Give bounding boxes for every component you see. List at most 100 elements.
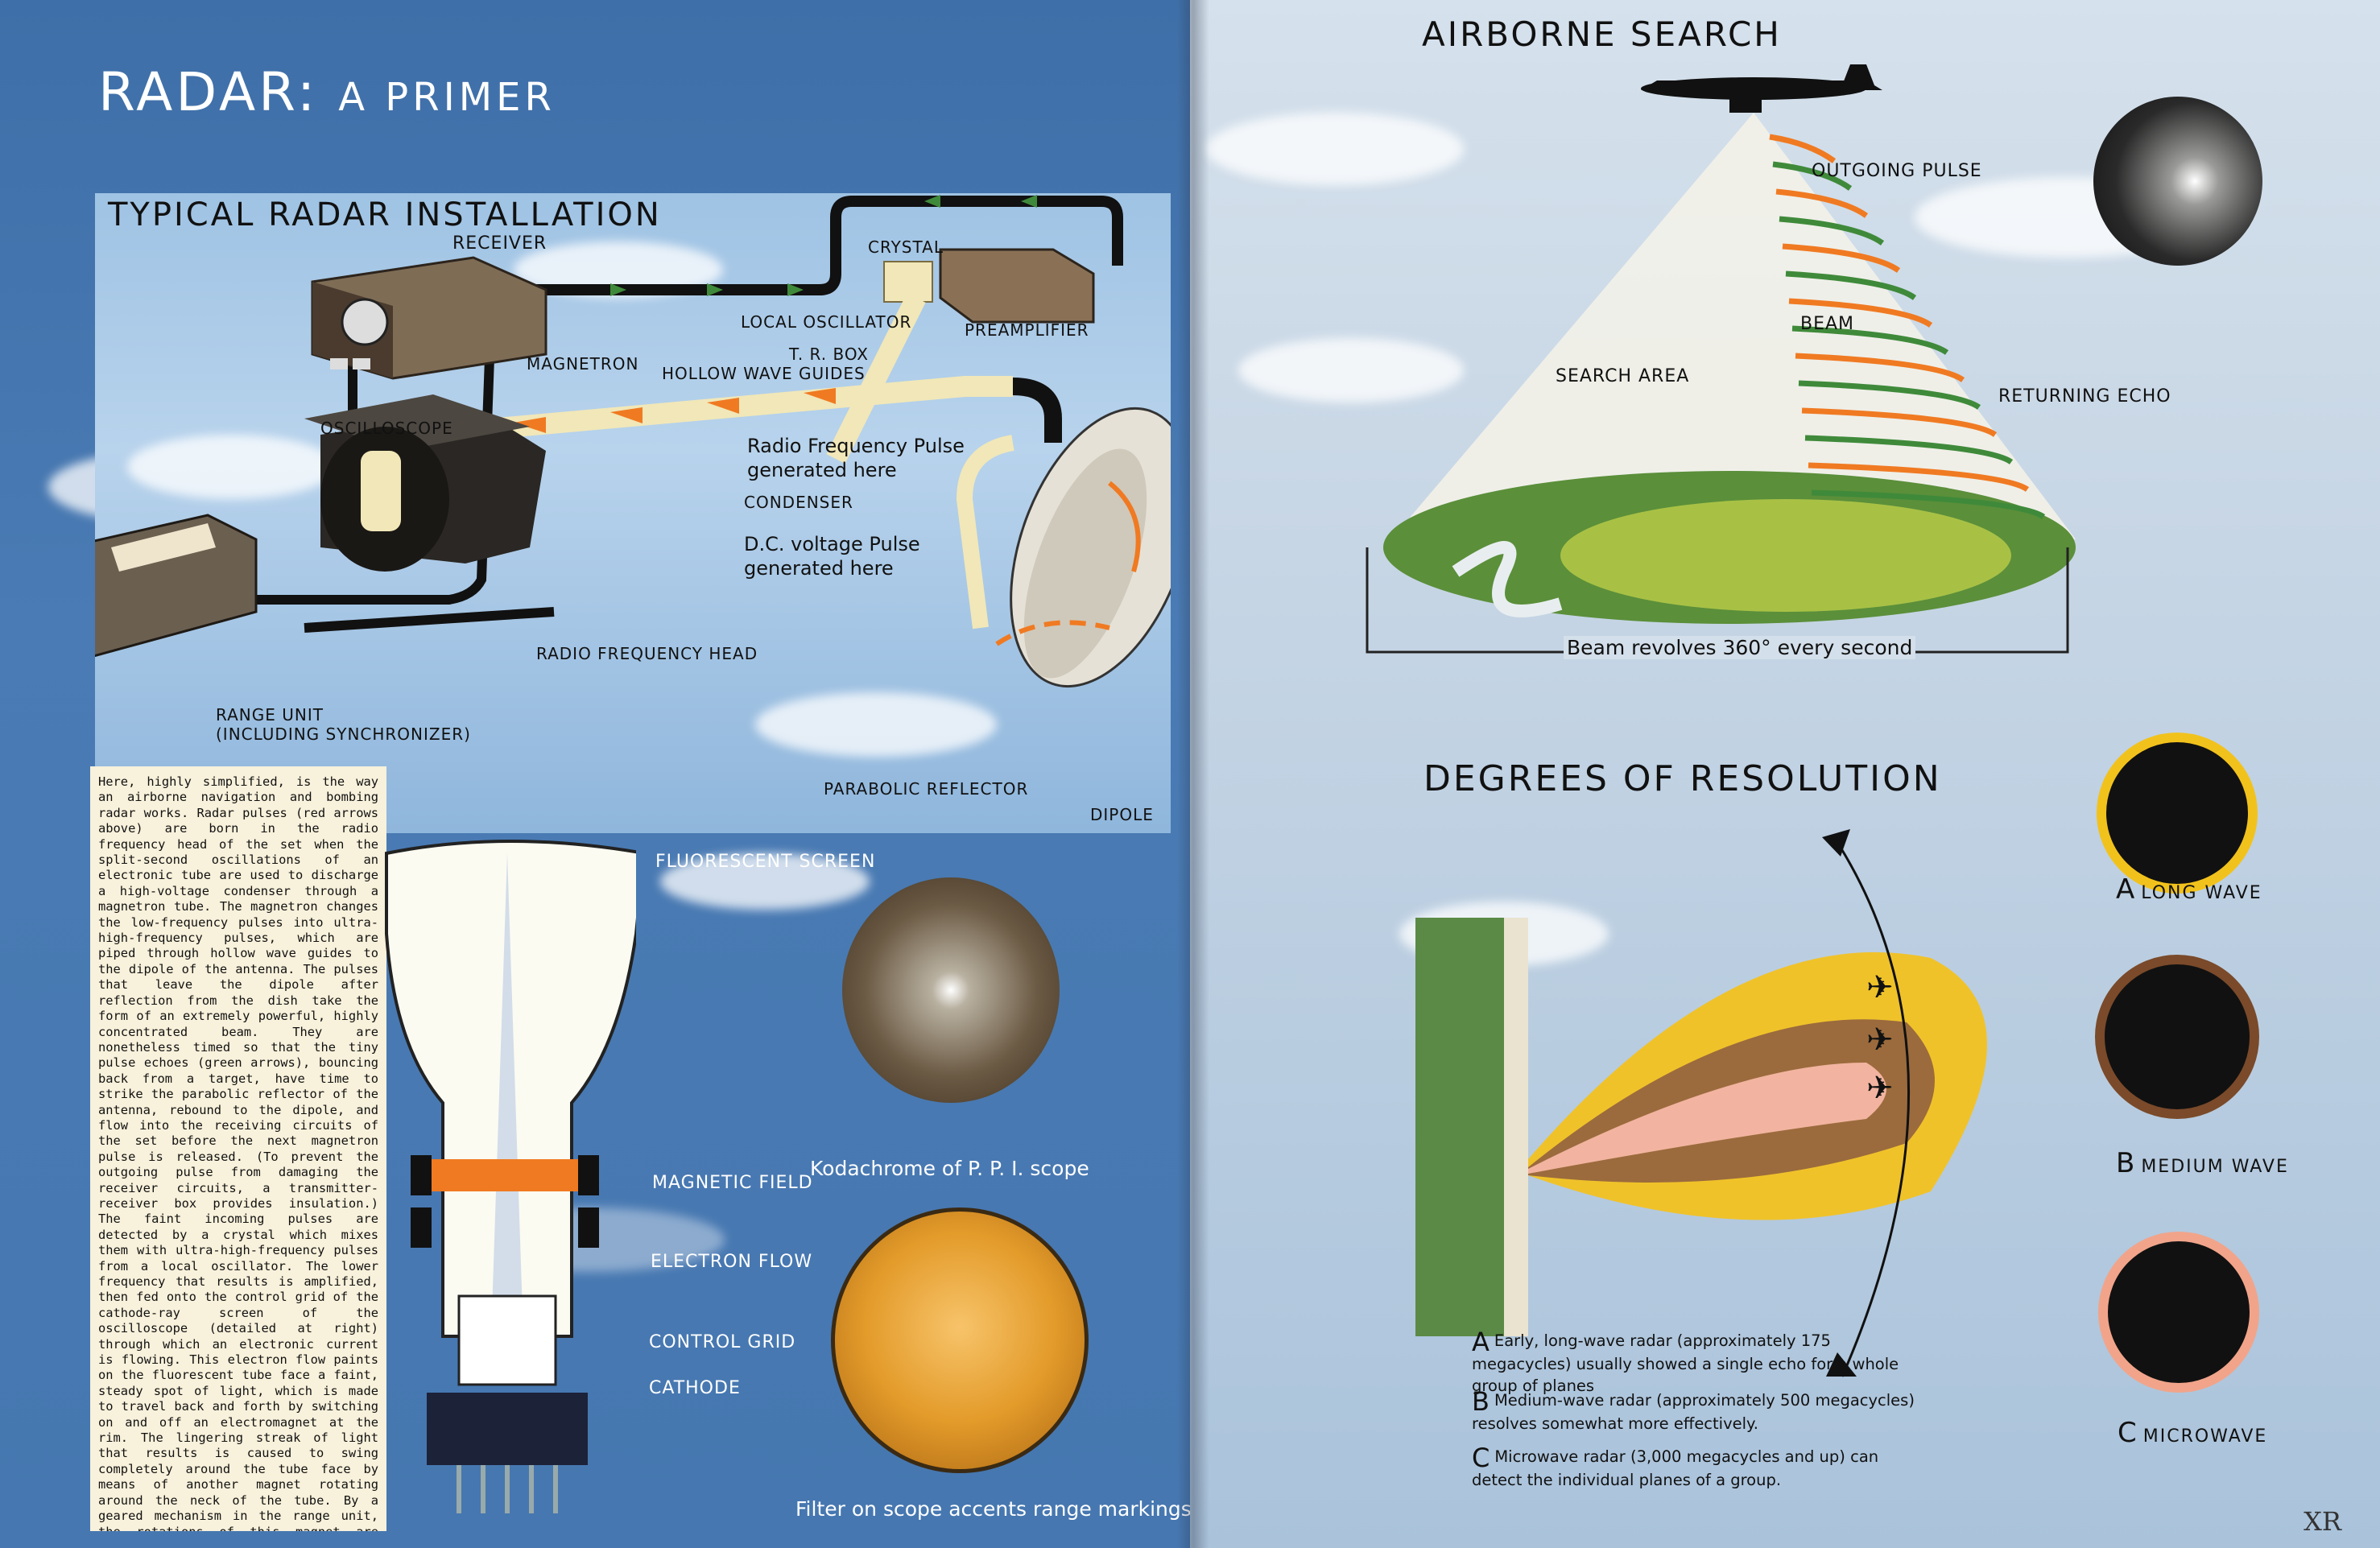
magnetic-field-band — [411, 1159, 596, 1191]
outgoing-pulse-arc — [1808, 462, 2030, 492]
label-beam-revolves: Beam revolves 360° every second — [1564, 636, 1916, 659]
microwave-lobe — [1528, 1063, 1886, 1174]
outgoing-pulse-arc — [1801, 407, 1998, 437]
cable-range-unit — [216, 357, 494, 605]
label-rf-pulse-2: generated here — [747, 459, 897, 481]
outgoing-pulse-arc — [1782, 243, 1901, 273]
wave-letter-a: A — [2116, 873, 2135, 906]
note-a-letter: A — [1472, 1327, 1490, 1357]
left-page: RADAR: A PRIMER TYPICAL RADAR INSTALLATI… — [0, 0, 1190, 1548]
page-title: RADAR: A PRIMER — [98, 61, 556, 123]
cloud — [127, 435, 337, 499]
label-dipole: DIPOLE — [1090, 805, 1154, 824]
wave-name-b: MEDIUM WAVE — [2141, 1157, 2289, 1177]
page-gutter — [1177, 0, 1209, 1548]
red-pulse-arrows — [514, 388, 836, 433]
label-condenser: CONDENSER — [744, 493, 853, 512]
parabolic-reflector — [956, 407, 1171, 688]
label-returning-echo: RETURNING ECHO — [1998, 386, 2171, 407]
installation-diagram — [95, 195, 1171, 688]
receiver-box — [311, 256, 547, 380]
wave-letter-b: B — [2116, 1147, 2135, 1179]
label-radio-frequency-head: RADIO FREQUENCY HEAD — [536, 644, 758, 663]
returning-echo-arc — [1791, 325, 1949, 355]
outgoing-pulse-arc — [1769, 134, 1837, 163]
label-magnetron: MAGNETRON — [527, 354, 639, 374]
control-grid — [457, 1294, 557, 1386]
wave-letter-c: C — [2118, 1417, 2137, 1449]
hollow-wave-guide — [424, 293, 1013, 464]
label-dc-pulse-2: generated here — [744, 557, 894, 580]
label-local-oscillator: LOCAL OSCILLATOR — [741, 312, 912, 332]
wave-scope-b — [2095, 955, 2259, 1119]
caption-ppi-scope: Kodachrome of P. P. I. scope — [810, 1157, 1089, 1180]
returning-echo-arc — [1811, 489, 2046, 519]
label-fluorescent-screen: FLUORESCENT SCREEN — [655, 852, 876, 872]
preamplifier-box — [939, 248, 1095, 324]
range-unit — [95, 514, 258, 658]
article-body-text: Here, highly simplified, is the way an a… — [90, 766, 386, 1531]
returning-echo-arc — [1804, 435, 2014, 464]
wave-label-b: B MEDIUM WAVE — [2116, 1147, 2289, 1179]
installation-panel: TYPICAL RADAR INSTALLATION — [95, 193, 1171, 833]
note-b-letter: B — [1472, 1386, 1490, 1417]
river — [1452, 541, 1563, 617]
label-rf-pulse-1: Radio Frequency Pulse — [747, 435, 965, 457]
label-search-area: SEARCH AREA — [1556, 366, 1690, 386]
returning-echo-arc — [1772, 161, 1853, 191]
wave-name-a: LONG WAVE — [2141, 883, 2262, 903]
right-page: AIRBORNE SEARCH OUTGOING PULSE BEAM SEAR… — [1190, 0, 2380, 1548]
svg-text:✈: ✈ — [1866, 1070, 1894, 1107]
note-c-letter: C — [1472, 1443, 1490, 1473]
returning-echo-arc — [1798, 380, 1981, 410]
note-a-text: Early, long-wave radar (approximately 17… — [1472, 1331, 1899, 1395]
cloud — [660, 853, 870, 910]
title-sub-text: A PRIMER — [338, 75, 556, 120]
watermark: XR — [2304, 1506, 2341, 1537]
sweep-arrow — [1833, 836, 1911, 1377]
outgoing-pulse-arc — [1795, 353, 1965, 382]
svg-text:✈: ✈ — [1866, 1022, 1894, 1059]
label-crystal: CRYSTAL — [868, 237, 944, 257]
note-b-text: Medium-wave radar (approximately 500 meg… — [1472, 1391, 1915, 1433]
note-c-text: Microwave radar (3,000 megacycles and up… — [1472, 1447, 1879, 1489]
cloud — [755, 692, 997, 757]
label-cathode: CATHODE — [649, 1378, 741, 1398]
resolution-heading: DEGREES OF RESOLUTION — [1423, 758, 1942, 799]
label-outgoing-pulse: OUTGOING PULSE — [1812, 161, 1982, 181]
ground-map-scope — [2093, 97, 2262, 266]
tube-base — [427, 1393, 588, 1465]
outgoing-pulse-arc — [1788, 298, 1933, 328]
green-echo-arrows — [610, 195, 1037, 296]
label-tr-box: T. R. BOX — [789, 345, 869, 364]
label-magnetic-field: MAGNETIC FIELD — [652, 1173, 813, 1193]
label-electron-flow: ELECTRON FLOW — [651, 1252, 813, 1272]
airborne-search-diagram — [1366, 64, 2076, 654]
oscilloscope-screen — [341, 298, 389, 346]
magnetron-tube — [361, 451, 401, 531]
cathode-ray-tube-diagram — [385, 840, 636, 1513]
cloud — [1238, 338, 1464, 402]
plane-group-icons: ✈ ✈ ✈ — [1866, 969, 1894, 1107]
pulse-arcs — [1769, 134, 2046, 519]
label-oscilloscope: OSCILLOSCOPE — [320, 419, 453, 438]
wave-name-c: MICROWAVE — [2142, 1426, 2268, 1447]
label-control-grid: CONTROL GRID — [649, 1332, 796, 1352]
bomber-icon — [1641, 64, 1882, 113]
label-dc-pulse-1: D.C. voltage Pulse — [744, 533, 920, 555]
filter-scope-photo — [831, 1207, 1089, 1473]
title-main-text: RADAR: — [98, 61, 319, 123]
label-beam: BEAM — [1800, 314, 1855, 334]
radio-frequency-head — [304, 394, 546, 572]
returning-echo-arc — [1779, 216, 1885, 246]
radar-beam-cone — [1391, 113, 2076, 539]
label-preamplifier: PREAMPLIFIER — [965, 320, 1089, 340]
ground-slab — [1415, 918, 1512, 1336]
cable-rf-head — [304, 607, 555, 633]
wave-label-a: A LONG WAVE — [2116, 873, 2262, 906]
cloud — [1206, 113, 1464, 185]
label-hollow-wave-guides: HOLLOW WAVE GUIDES — [662, 364, 866, 383]
